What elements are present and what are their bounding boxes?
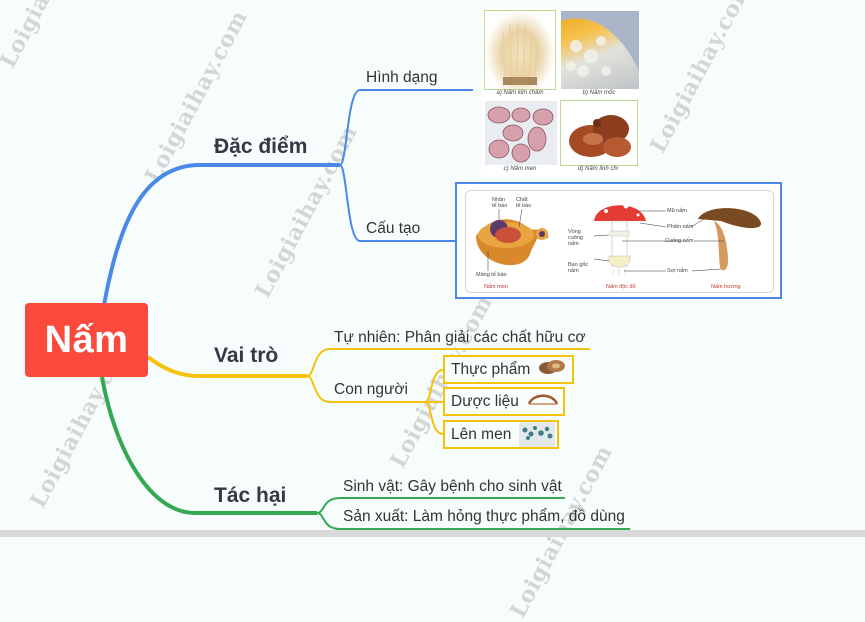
label-soi-nam: Sợi nấm: [667, 268, 688, 274]
horizontal-scrollbar[interactable]: [0, 530, 865, 537]
caption-nam-doc-do: Nấm độc đỏ: [606, 284, 636, 290]
reishi-photo: [560, 100, 638, 166]
label-bao-goc-nam: Bao gốc nấm: [568, 262, 589, 275]
node-sinh-vat[interactable]: Sinh vật: Gây bệnh cho sinh vật: [343, 478, 562, 495]
label-vong-cuong-nam: Vòng cuống nấm: [568, 229, 583, 248]
branch-dac-diem[interactable]: Đặc điểm: [214, 135, 308, 158]
shiitake-thumbnail-icon: [538, 358, 566, 381]
node-hinh-dang[interactable]: Hình dạng: [366, 69, 438, 86]
yeast-cells-thumbnail-icon: [519, 422, 556, 447]
branch-tac-hai[interactable]: Tác hại: [214, 484, 287, 507]
caption-nam-huong: Nấm hương: [711, 284, 741, 290]
shape-photo-grid: a) Nấm kim châm b) Nấm mốc c) N: [481, 8, 641, 178]
cordyceps-thumbnail-icon: [527, 391, 559, 412]
caption-d: d) Nấm linh chi: [577, 166, 618, 172]
node-con-nguoi[interactable]: Con người: [334, 381, 408, 398]
label-nhan-te-bao: Nhân tế bào: [492, 197, 508, 210]
node-san-xuat[interactable]: Sản xuất: Làm hỏng thực phẩm, đồ dùng: [343, 508, 625, 525]
node-tu-nhien[interactable]: Tự nhiên: Phân giải các chất hữu cơ: [334, 329, 586, 346]
node-cau-tao[interactable]: Cấu tạo: [366, 220, 421, 237]
caption-b: b) Nấm mốc: [582, 90, 616, 96]
root-node[interactable]: Nấm: [25, 303, 148, 377]
caption-nam-men: Nấm men: [484, 284, 508, 290]
structure-panel: Nhân tế bào Chất tế bào Màng tế bào Nấm …: [465, 190, 774, 293]
node-thuc-pham[interactable]: Thực phẩm: [443, 355, 574, 384]
caption-c: c) Nấm men: [503, 166, 537, 172]
mold-photo: [560, 10, 640, 90]
node-thuc-pham-label: Thực phẩm: [451, 360, 531, 378]
node-len-men[interactable]: Lên men: [443, 420, 559, 449]
enoki-photo: [484, 10, 556, 90]
node-duoc-lieu[interactable]: Dược liệu: [443, 387, 565, 416]
label-chat-te-bao: Chất tế bào: [516, 197, 532, 210]
label-phien-nam: Phiến nấm: [667, 224, 694, 230]
caption-a: a) Nấm kim châm: [496, 90, 544, 96]
yeast-photo: [484, 100, 558, 166]
connector-lines: [100, 89, 630, 530]
label-mu-nam: Mũ nấm: [667, 208, 687, 214]
node-duoc-lieu-label: Dược liệu: [451, 392, 519, 410]
structure-figure: Nhân tế bào Chất tế bào Màng tế bào Nấm …: [455, 182, 782, 299]
label-cuong-nam: Cuống nấm: [665, 238, 694, 244]
branch-vai-tro[interactable]: Vai trò: [214, 344, 279, 367]
label-mang-te-bao: Màng tế bào: [476, 272, 507, 278]
node-len-men-label: Lên men: [451, 425, 512, 443]
